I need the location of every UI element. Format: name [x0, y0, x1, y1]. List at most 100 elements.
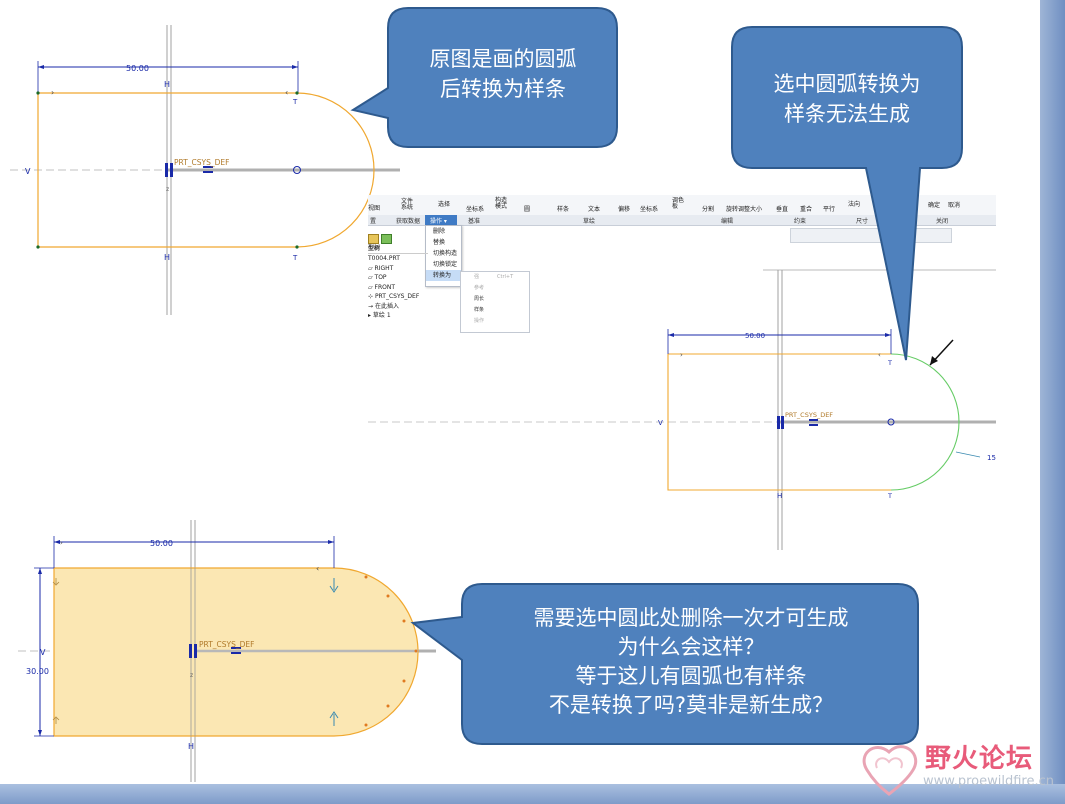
- callout-bottom-right: 需要选中圆此处删除一次才可生成 为什么会这样？ 等于这儿有圆弧也有样条 不是转换…: [466, 604, 916, 720]
- folder-icon[interactable]: [368, 234, 379, 244]
- v-constraint: V: [25, 167, 31, 176]
- tree-item-sketch[interactable]: ▸ 草绘 1: [368, 312, 391, 319]
- ribbon-divide[interactable]: 分割: [702, 206, 715, 213]
- sketch-panel-bottom: › ‹ 50.00 30.00 PRT_CSYS_DEF V H z: [18, 520, 436, 782]
- tangent-top: T: [887, 359, 892, 367]
- z-axis-label: z: [166, 186, 169, 193]
- callout-top-right: 选中圆弧转换为 样条无法生成: [736, 69, 958, 129]
- callout-top-left-line1: 原图是画的圆弧: [429, 47, 577, 71]
- menu-item-toggle-construction[interactable]: 切换构造: [433, 250, 458, 257]
- svg-text:‹: ‹: [878, 351, 881, 359]
- group-edit[interactable]: 编辑: [721, 218, 734, 225]
- csys-label: PRT_CSYS_DEF: [785, 411, 833, 419]
- menu-item-toggle-lock[interactable]: 切换锁定: [433, 261, 458, 268]
- group-setup[interactable]: 置: [370, 218, 377, 225]
- tree-item-insert-here[interactable]: → 在此插入: [368, 302, 399, 310]
- tree-item-csys[interactable]: ⊹ PRT_CSYS_DEF: [368, 293, 420, 300]
- v-constraint: V: [658, 419, 663, 427]
- height-dimension-label: 30.00: [26, 667, 49, 676]
- group-datum[interactable]: 基准: [468, 218, 481, 225]
- operations-menu: 删除 替换 切换构造 切换锁定 转换为: [425, 225, 462, 287]
- dimension-label: 50.00: [126, 64, 149, 73]
- svg-text:›: ›: [680, 351, 683, 359]
- ribbon-text[interactable]: 文本: [588, 206, 601, 213]
- dimension-label: 50.00: [745, 332, 765, 340]
- callout-bottom-line2: 为什么会这样？: [617, 635, 765, 659]
- cancel-button[interactable]: 取消: [948, 202, 961, 209]
- ribbon-file-system[interactable]: 文件 系统: [401, 198, 414, 211]
- callout-top-left-line2: 后转换为样条: [440, 77, 566, 101]
- group-constraint[interactable]: 约束: [794, 218, 807, 225]
- slide-frame-bottom: [0, 784, 1065, 804]
- ribbon-vertical[interactable]: 垂直: [776, 206, 789, 213]
- shortcut-label: Ctrl+T: [497, 274, 514, 280]
- graphics-toolbar: [790, 228, 952, 243]
- creo-screenshot-panel: › ‹ 50.00 PRT_CSYS_DEF 15 V H T T: [368, 195, 996, 550]
- ribbon-coincident[interactable]: 重合: [800, 206, 813, 213]
- v-constraint: V: [40, 648, 46, 657]
- group-sketch[interactable]: 草绘: [583, 218, 596, 225]
- submenu-item-reference[interactable]: 参考: [474, 285, 485, 291]
- watermark: 野火论坛 www.proewildfire.cn: [855, 736, 1054, 800]
- sketch-panel-top-left: › ‹ 50.00 PRT_CSYS_DEF V H H T T z: [10, 25, 400, 315]
- submenu-item-spline[interactable]: 样条: [474, 307, 485, 313]
- submenu-item-perimeter[interactable]: 周长: [474, 296, 485, 302]
- svg-text:›: ›: [60, 539, 63, 547]
- ribbon-construction-mode[interactable]: 构造 模式: [495, 197, 508, 210]
- menu-item-convert-to[interactable]: 转换为: [426, 270, 461, 281]
- csys-label: PRT_CSYS_DEF: [199, 640, 254, 649]
- ribbon-group-bar: 置 获取数据 基准 草绘 编辑 约束 尺寸 关闭: [368, 215, 996, 226]
- group-get-data[interactable]: 获取数据: [396, 218, 421, 225]
- tangent-top: T: [292, 98, 298, 106]
- menu-item-delete[interactable]: 删除: [433, 228, 446, 235]
- operations-label: 操作 ▾: [430, 218, 447, 225]
- ribbon-csys-2[interactable]: 坐标系: [640, 206, 659, 213]
- svg-text:›: ›: [51, 88, 54, 97]
- layer-icon[interactable]: [380, 234, 392, 244]
- group-dimension[interactable]: 尺寸: [856, 218, 869, 225]
- h-constraint: H: [777, 492, 782, 500]
- radius-label: 15: [987, 454, 996, 462]
- submenu-item-operation[interactable]: 操作: [474, 318, 485, 324]
- sketch-canvas-top-left: › ‹ 50.00 PRT_CSYS_DEF V H H T T z: [10, 25, 400, 315]
- ribbon-view[interactable]: 视图: [368, 205, 381, 212]
- watermark-logo-icon: [862, 745, 918, 796]
- tree-item-right[interactable]: ▱ RIGHT: [368, 264, 394, 272]
- slide-frame-right: [1040, 0, 1065, 804]
- ribbon-palette[interactable]: 调色 板: [672, 197, 685, 210]
- ribbon-rotate-resize[interactable]: 旋转调整大小: [726, 206, 763, 213]
- csys-label: PRT_CSYS_DEF: [174, 158, 229, 167]
- tree-item-front[interactable]: ▱ FRONT: [368, 283, 396, 291]
- z-axis-label: z: [190, 672, 193, 679]
- ribbon-select[interactable]: 选择: [438, 201, 451, 208]
- svg-text:‹: ‹: [285, 88, 288, 97]
- callout-bottom-line4: 不是转换了吗?莫非是新生成？: [548, 693, 834, 717]
- watermark-title: 野火论坛: [925, 744, 1034, 774]
- menu-item-replace[interactable]: 替换: [433, 239, 446, 246]
- callout-bottom-line1: 需要选中圆此处删除一次才可生成: [533, 606, 849, 630]
- h-constraint-top: H: [164, 80, 170, 89]
- ribbon-circle[interactable]: 圆: [524, 206, 531, 213]
- operations-dropdown-button[interactable]: 操作 ▾: [425, 215, 457, 225]
- width-dimension-label: 50.00: [150, 539, 173, 548]
- sketch-canvas-right: › ‹ 50.00 PRT_CSYS_DEF 15 V H T T: [368, 269, 996, 550]
- callout-top-left: 原图是画的圆弧 后转换为样条: [392, 44, 614, 104]
- ribbon-offset[interactable]: 偏移: [618, 206, 631, 213]
- ribbon-csys[interactable]: 坐标系: [466, 206, 485, 213]
- h-constraint-bottom: H: [164, 253, 170, 262]
- group-close[interactable]: 关闭: [936, 218, 949, 225]
- sketch-canvas-bottom: › ‹ 50.00 30.00 PRT_CSYS_DEF V H z: [18, 520, 436, 782]
- svg-text:‹: ‹: [316, 564, 319, 573]
- tree-item-part[interactable]: T0004.PRT: [368, 255, 400, 262]
- ribbon-spline[interactable]: 样条: [557, 206, 570, 213]
- tangent-bottom: T: [292, 254, 298, 262]
- ok-button[interactable]: 确定: [928, 202, 941, 209]
- model-tree: 型树 T0004.PRT ▱ RIGHT ▱ TOP ▱ FRONT ⊹ PRT…: [368, 228, 428, 338]
- tangent-bottom: T: [887, 492, 892, 500]
- tree-item-top[interactable]: ▱ TOP: [368, 274, 387, 281]
- ribbon-normal[interactable]: 法向: [848, 201, 861, 208]
- tree-title: 型树: [368, 244, 428, 254]
- ribbon-parallel[interactable]: 平行: [823, 206, 836, 213]
